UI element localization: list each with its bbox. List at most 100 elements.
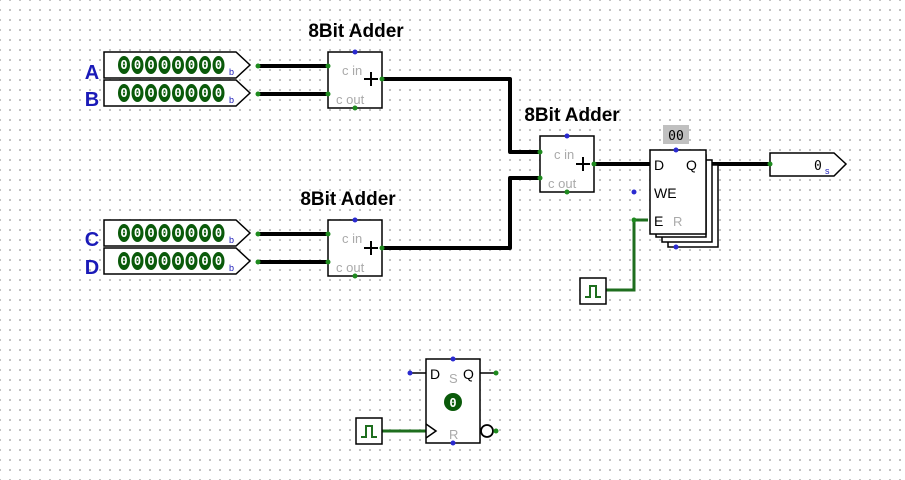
input-b-bit-led[interactable] [199, 84, 211, 102]
input-d-bit-led[interactable] [158, 252, 171, 270]
input-a-bit-led[interactable] [118, 56, 130, 74]
input-a-bit-led[interactable] [199, 56, 211, 74]
adder2-cin-label: c in [342, 231, 362, 246]
input-c-bit-led[interactable] [131, 224, 144, 242]
input-a-bit-led[interactable] [185, 56, 198, 74]
flipflop-q-label: Q [463, 366, 474, 382]
adder1-title: 8Bit Adder [308, 21, 404, 42]
adder3-cout-port[interactable] [564, 189, 570, 195]
input-a-bit-led[interactable] [131, 56, 144, 74]
input-c-bit-led[interactable] [185, 224, 198, 242]
input-c-bit-value: 0 [120, 226, 127, 240]
register-we-port[interactable] [631, 189, 637, 195]
adder3-title: 8Bit Adder [524, 105, 620, 126]
input-b-bit-led[interactable] [145, 84, 157, 102]
input-b-radix: b [229, 95, 234, 105]
input-a-bit-value: 0 [215, 58, 222, 72]
input-c-label: C [85, 229, 99, 251]
adder3-cout-label: c out [548, 176, 577, 191]
input-b-bit-value: 0 [147, 86, 154, 100]
input-a-bit-led[interactable] [158, 56, 171, 74]
adder-1[interactable]: c in c out [327, 49, 383, 111]
register-we-label: WE [654, 185, 677, 201]
adder2-cin-port[interactable] [352, 217, 358, 223]
input-c-bit-value: 0 [147, 226, 154, 240]
input-d-bit-led[interactable] [118, 252, 130, 270]
input-c-bit-led[interactable] [199, 224, 211, 242]
d-flipflop[interactable]: D S Q R 0 [407, 356, 499, 446]
clock1-wave-icon [585, 285, 601, 298]
input-c-bit-led[interactable] [118, 224, 130, 242]
input-d-bit-led[interactable] [145, 252, 157, 270]
register-value-box [663, 125, 689, 144]
register-top-port[interactable] [673, 147, 679, 153]
register[interactable]: 00 D Q WE E R [631, 125, 719, 250]
input-d-bit-value: 0 [134, 254, 141, 268]
flipflop-qbar-port[interactable] [493, 428, 499, 434]
flipflop-state-led [444, 393, 462, 411]
input-d-bit-led[interactable] [212, 252, 225, 270]
input-b-bit-value: 0 [188, 86, 195, 100]
input-a-bit-value: 0 [134, 58, 141, 72]
input-a-bit-value: 0 [161, 58, 168, 72]
wire-adder1-adder3[interactable] [382, 77, 540, 154]
input-d-bit-led[interactable] [172, 252, 184, 270]
input-d-bit-value: 0 [188, 254, 195, 268]
input-c-bit-led[interactable] [212, 224, 225, 242]
adder1-cout-port[interactable] [352, 105, 358, 111]
adder1-cin-port[interactable] [352, 49, 358, 55]
input-c-bit-led[interactable] [145, 224, 157, 242]
register-value: 00 [668, 129, 684, 144]
adder-2[interactable]: c in c out [327, 217, 383, 279]
input-b-bit-led[interactable] [185, 84, 198, 102]
clock-1[interactable] [579, 277, 607, 305]
adder2-plus-icon [364, 241, 378, 255]
input-d-bit-value: 0 [174, 254, 181, 268]
register-r-port[interactable] [673, 244, 679, 250]
connection-dots [255, 63, 773, 265]
wire-adder2-adder3[interactable] [382, 176, 540, 250]
input-c-bit-led[interactable] [158, 224, 171, 242]
flipflop-d-label: D [430, 366, 440, 382]
input-a-bit-led[interactable] [212, 56, 225, 74]
flipflop-state: 0 [449, 396, 456, 410]
input-b-bit-value: 0 [161, 86, 168, 100]
register-e-port[interactable] [631, 217, 637, 223]
input-b-bit-led[interactable] [131, 84, 144, 102]
input-b-bit-led[interactable] [158, 84, 171, 102]
input-c-bit-value: 0 [215, 226, 222, 240]
flipflop-s-port[interactable] [450, 356, 456, 362]
input-d-bit-led[interactable] [185, 252, 198, 270]
input-b-bit-value: 0 [201, 86, 208, 100]
adder3-cin-port[interactable] [564, 133, 570, 139]
input-b-bit-value: 0 [215, 86, 222, 100]
adder-3[interactable]: c in c out [539, 133, 595, 195]
input-c-bit-led[interactable] [172, 224, 184, 242]
wire-clock1-register[interactable] [606, 218, 648, 292]
input-b-bit-led[interactable] [172, 84, 184, 102]
adder3-cin-label: c in [554, 147, 574, 162]
input-d-label: D [85, 257, 99, 279]
flipflop-r-port[interactable] [450, 440, 456, 446]
input-d-bit-led[interactable] [131, 252, 144, 270]
input-a-bit-led[interactable] [145, 56, 157, 74]
adder2-cout-port[interactable] [352, 273, 358, 279]
flipflop-q-port[interactable] [493, 370, 499, 376]
clock-2[interactable] [355, 417, 383, 445]
input-b-bit-led[interactable] [118, 84, 130, 102]
register-r-label: R [673, 214, 682, 229]
input-c-bit-value: 0 [201, 226, 208, 240]
input-b-bit-led[interactable] [212, 84, 225, 102]
input-d-bit-value: 0 [120, 254, 127, 268]
flipflop-d-port[interactable] [407, 370, 413, 376]
input-a-label: A [85, 62, 99, 84]
input-b-bit-value: 0 [174, 86, 181, 100]
input-d-bit-led[interactable] [199, 252, 211, 270]
output-pin[interactable]: 0 s [769, 152, 848, 177]
input-a-bit-led[interactable] [172, 56, 184, 74]
